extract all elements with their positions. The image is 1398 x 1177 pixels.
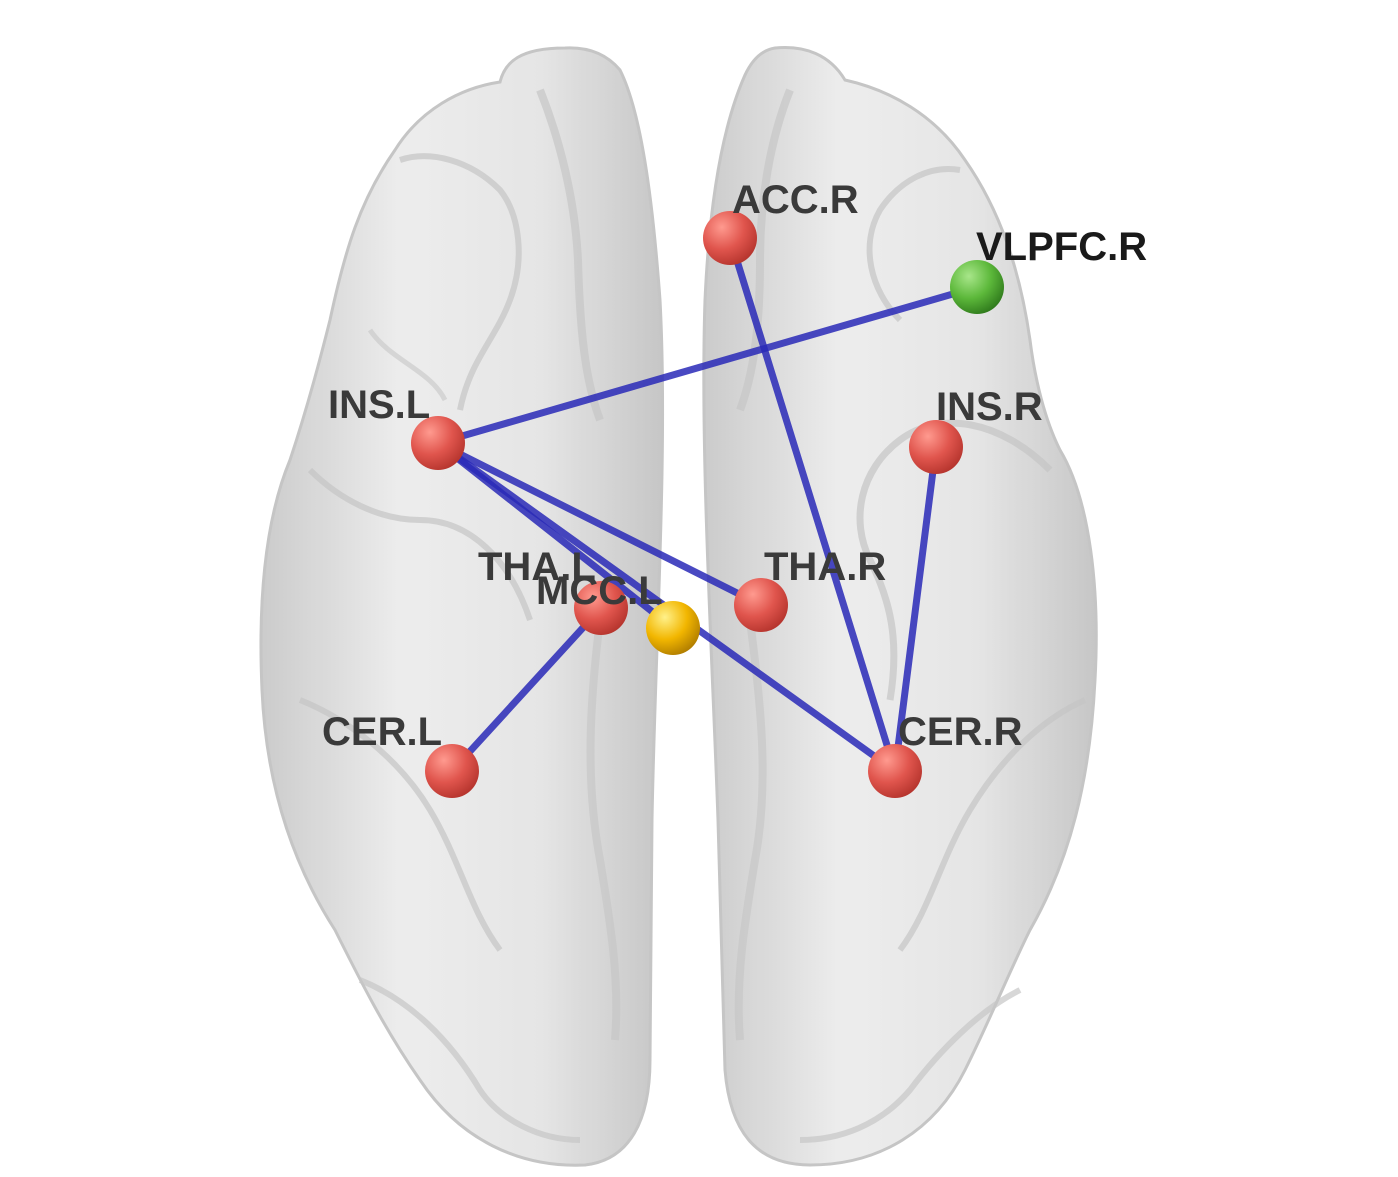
node-tha-r	[734, 578, 788, 632]
node-label-ins-r: INS.R	[936, 385, 1043, 429]
node-tha-l	[574, 581, 628, 635]
brain-right-hemisphere	[702, 45, 1098, 1167]
nodes	[411, 211, 1004, 798]
node-mcc-l	[646, 601, 700, 655]
node-label-acc-r: ACC.R	[732, 178, 859, 222]
node-ins-r	[909, 420, 963, 474]
node-cer-r	[868, 744, 922, 798]
node-label-ins-l: INS.L	[328, 383, 430, 427]
node-cer-l	[425, 744, 479, 798]
edge-ins-l-to-vlpfc-r	[434, 283, 981, 447]
node-acc-r	[703, 211, 757, 265]
node-label-mcc-l: MCC.L	[536, 569, 663, 613]
node-ins-l	[411, 416, 465, 470]
node-label-vlpfc-r: VLPFC.R	[976, 225, 1147, 269]
edge-tha-l-to-cer-l	[448, 604, 605, 775]
node-vlpfc-r	[950, 260, 1004, 314]
node-label-cer-l: CER.L	[322, 710, 442, 754]
node-label-cer-r: CER.R	[898, 710, 1023, 754]
edge-ins-r-to-cer-r	[891, 443, 940, 775]
node-label-tha-l: THA.L	[478, 545, 596, 589]
edge-ins-l-to-tha-r	[434, 439, 765, 609]
brain-left-hemisphere	[259, 46, 665, 1167]
edge-acc-r-to-cer-r	[726, 234, 899, 775]
node-label-tha-r: THA.R	[764, 545, 886, 589]
